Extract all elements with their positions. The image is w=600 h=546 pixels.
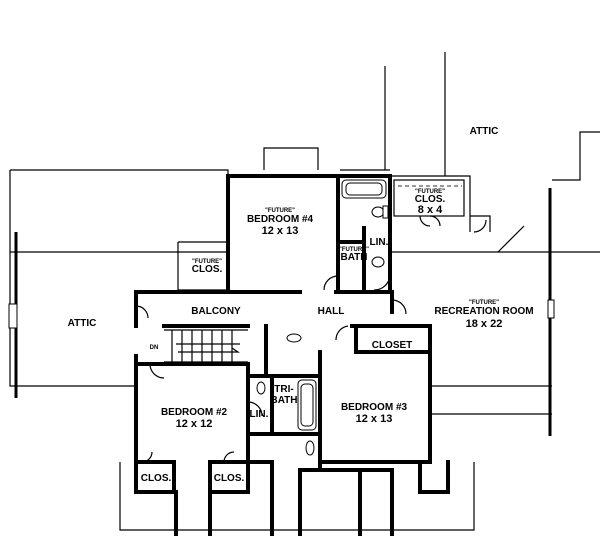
- future-clos-left-name: CLOS.: [192, 264, 223, 275]
- future-clos-left-tag: "FUTURE": [192, 259, 222, 265]
- closet-label: CLOSET: [372, 340, 413, 351]
- attic-left-label: ATTIC: [68, 318, 97, 329]
- dn-label: DN: [150, 345, 159, 351]
- recreation-name: RECREATION ROOM: [434, 306, 533, 317]
- roof-outline: [9, 52, 600, 531]
- future-clos-top-size: 8 x 4: [418, 204, 443, 216]
- bedroom3-size: 12 x 13: [356, 413, 393, 425]
- future-bath-tag: "FUTURE": [339, 247, 369, 253]
- balcony-label: BALCONY: [191, 306, 241, 317]
- bedroom2-size: 12 x 12: [176, 418, 213, 430]
- labels: ATTIC ATTIC "FUTURE" BEDROOM #4 12 x 13 …: [68, 126, 534, 484]
- tri-bath-line1: TRI-: [274, 384, 293, 395]
- tri-bath-line2: BATH: [270, 395, 297, 406]
- bedroom3-name: BEDROOM #3: [341, 402, 408, 413]
- recreation-tag: "FUTURE": [469, 300, 499, 306]
- clos-right-label: CLOS.: [214, 473, 245, 484]
- bedroom4-tag: "FUTURE": [265, 208, 295, 214]
- stairs: [164, 329, 248, 363]
- clos-left-label: CLOS.: [141, 473, 172, 484]
- recreation-size: 18 x 22: [466, 318, 503, 330]
- future-clos-top-name: CLOS.: [415, 194, 446, 205]
- bedroom4-name: BEDROOM #4: [247, 214, 314, 225]
- hall-label: HALL: [318, 306, 345, 317]
- walls: [134, 174, 450, 536]
- attic-top-label: ATTIC: [470, 126, 499, 137]
- future-clos-top-tag: "FUTURE": [415, 189, 445, 195]
- bedroom4-size: 12 x 13: [262, 225, 299, 237]
- bedroom2-name: BEDROOM #2: [161, 407, 228, 418]
- gable-walls: [8, 188, 555, 436]
- lin-mid-label: LIN.: [250, 409, 269, 420]
- future-bath-name: BATH: [340, 252, 367, 263]
- lin-top-label: LIN.: [370, 237, 389, 248]
- fixtures: [135, 179, 525, 463]
